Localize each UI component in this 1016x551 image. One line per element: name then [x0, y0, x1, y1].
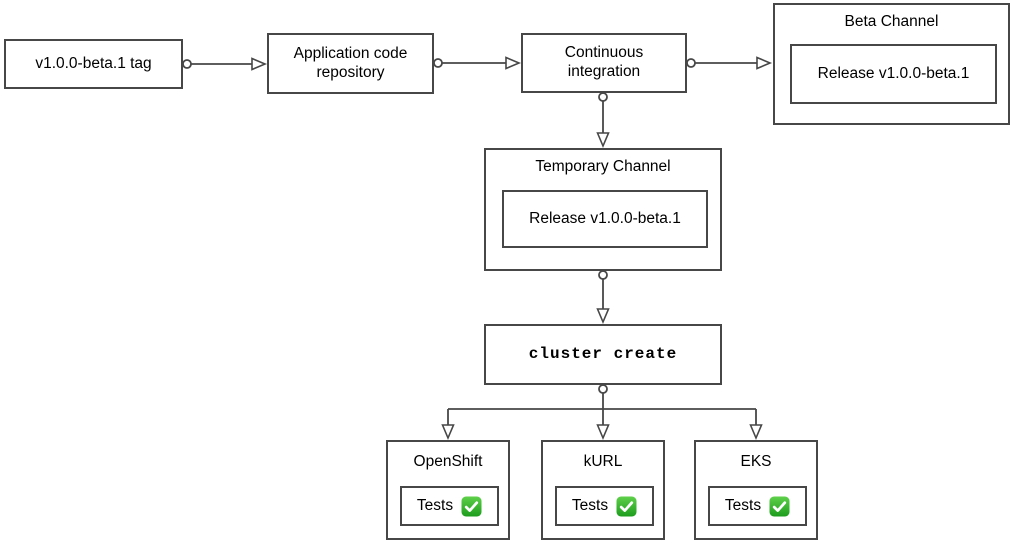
edge-ci-to-beta-channel — [686, 56, 773, 70]
node-temporary-channel[interactable]: Temporary Channel Release v1.0.0-beta.1 — [484, 148, 722, 271]
node-beta-release[interactable]: Release v1.0.0-beta.1 — [790, 44, 997, 104]
node-kurl-tests[interactable]: Tests — [555, 486, 654, 526]
edge-temp-channel-to-cluster-create — [596, 270, 610, 325]
beta-release-label: Release v1.0.0-beta.1 — [817, 65, 970, 82]
node-temporary-release[interactable]: Release v1.0.0-beta.1 — [502, 190, 708, 248]
eks-title: EKS — [740, 453, 772, 470]
node-cluster-create[interactable]: cluster create — [484, 324, 722, 385]
node-openshift-tests[interactable]: Tests — [400, 486, 499, 526]
check-mark-icon — [769, 496, 790, 516]
version-tag-label: v1.0.0-beta.1 tag — [35, 54, 152, 72]
repo-label: Application code repository — [293, 44, 408, 81]
node-application-code-repository[interactable]: Application code repository — [267, 33, 434, 94]
node-eks-tests[interactable]: Tests — [708, 486, 807, 526]
node-continuous-integration[interactable]: Continuous integration — [521, 33, 687, 93]
node-kurl[interactable]: kURL Tests — [541, 440, 665, 540]
edge-ci-to-temp-channel — [596, 92, 610, 149]
edge-tag-to-repo — [182, 57, 268, 71]
openshift-tests-label: Tests — [416, 497, 454, 514]
eks-tests-label: Tests — [724, 497, 762, 514]
kurl-tests-label: Tests — [571, 497, 609, 514]
node-openshift[interactable]: OpenShift Tests — [386, 440, 510, 540]
openshift-title: OpenShift — [413, 453, 483, 470]
beta-channel-title: Beta Channel — [844, 13, 939, 30]
kurl-title: kURL — [583, 453, 623, 470]
ci-label: Continuous integration — [564, 44, 644, 80]
node-beta-channel[interactable]: Beta Channel Release v1.0.0-beta.1 — [773, 3, 1010, 125]
node-eks[interactable]: EKS Tests — [694, 440, 818, 540]
temporary-release-label: Release v1.0.0-beta.1 — [529, 210, 681, 227]
edge-cluster-create-to-clusters — [441, 384, 763, 441]
check-mark-icon — [461, 496, 482, 516]
node-version-tag[interactable]: v1.0.0-beta.1 tag — [4, 39, 183, 89]
cluster-create-label: cluster create — [528, 344, 678, 363]
temporary-channel-title: Temporary Channel — [535, 158, 671, 175]
check-mark-icon — [616, 496, 637, 516]
edge-repo-to-ci — [433, 56, 522, 70]
